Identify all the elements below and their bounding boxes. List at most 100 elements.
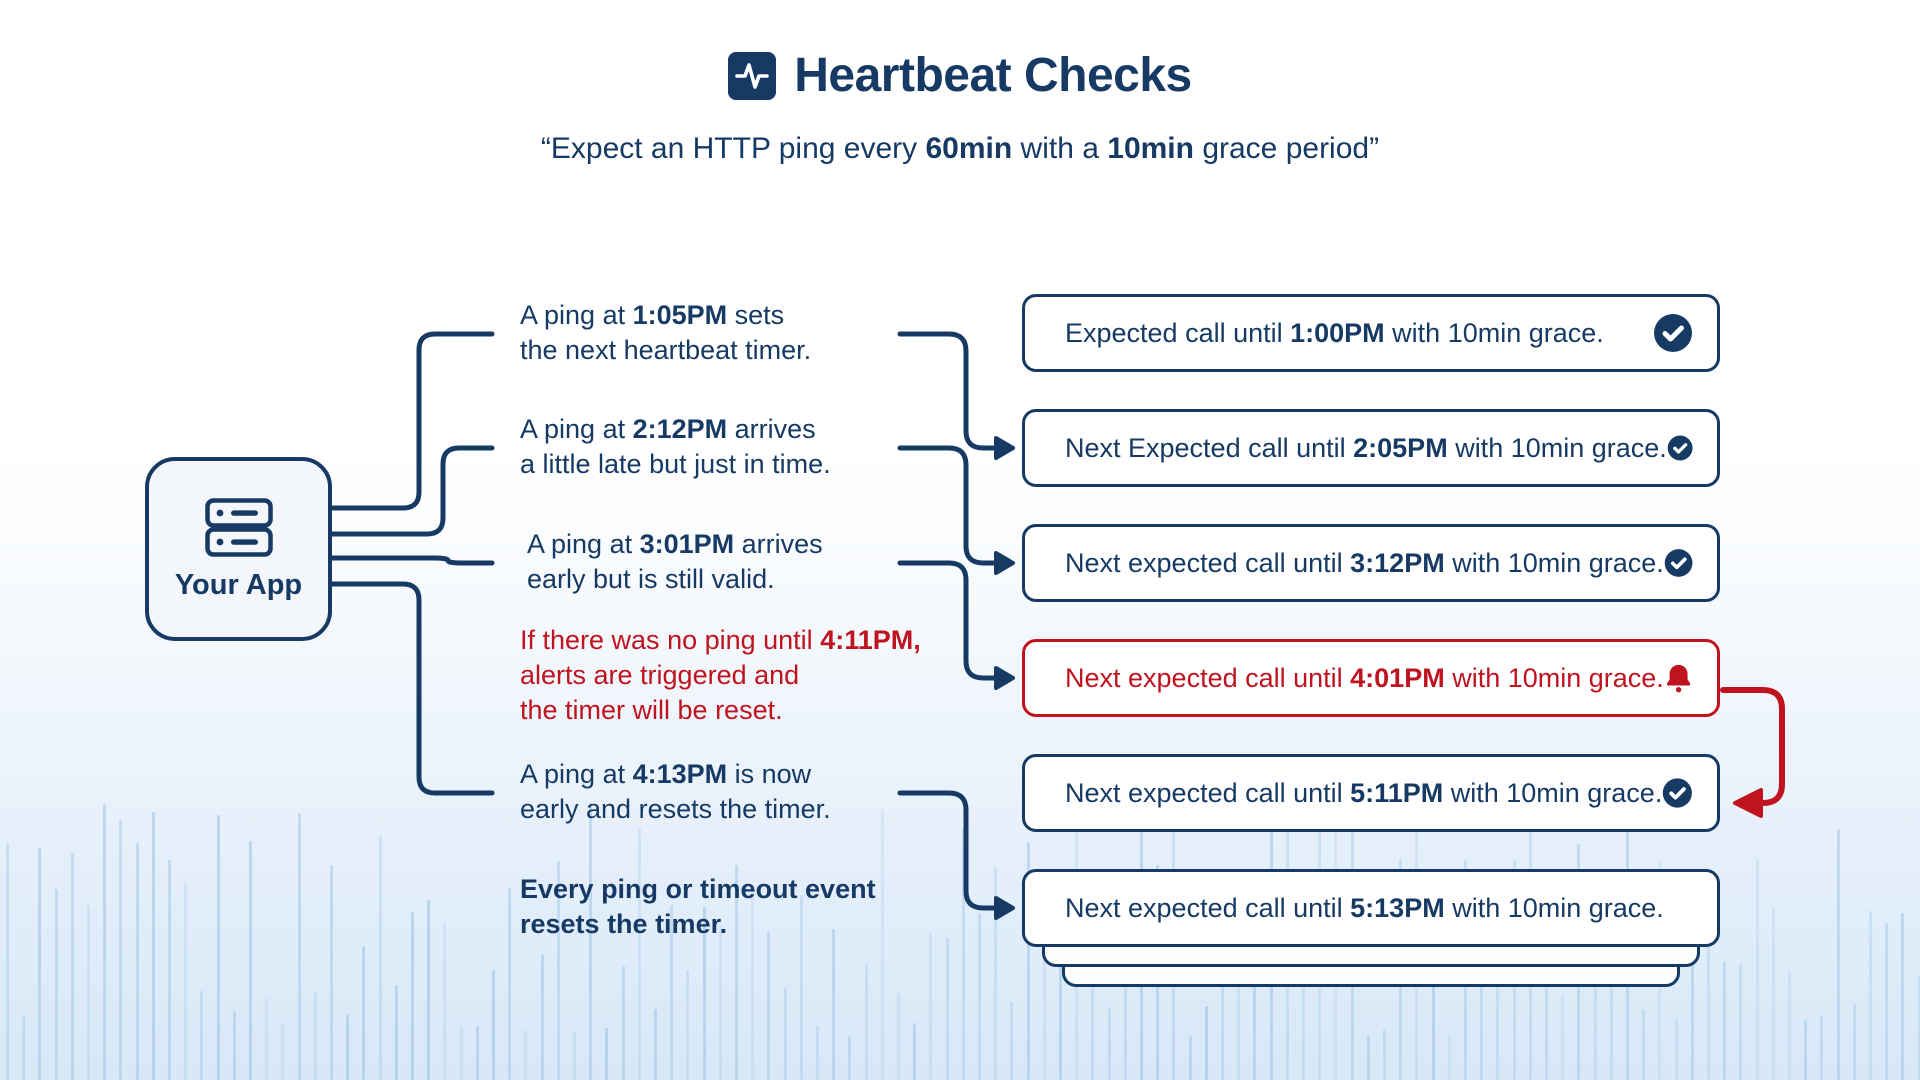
waveform-bar [297,813,301,1080]
waveform-bar [427,899,431,1080]
waveform-bar [751,886,755,1080]
timeline-slot-3: Next expected call until 3:12PM with 10m… [1022,524,1720,602]
arrowhead-slot4 [994,666,1015,690]
connector-app-to-ping4 [329,581,495,796]
waveform-bar [1901,913,1905,1080]
slot-6-text: Next expected call until 5:13PM with 10m… [1065,892,1664,923]
arrowhead-slot6 [994,896,1015,920]
waveform-bar [589,802,593,1080]
arrowhead-slot2 [994,436,1015,460]
waveform-bar [1237,976,1241,1080]
waveform-bar [1804,1019,1808,1080]
arrowhead-reset [1733,788,1763,818]
waveform-bar [913,1023,917,1080]
waveform-bar [929,933,933,1080]
waveform-bar [799,895,803,1080]
server-icon [204,497,273,557]
waveform-bar [1788,970,1791,1080]
waveform-bar [1107,1006,1111,1080]
waveform-bar [735,865,738,1080]
waveform-bar [1561,994,1565,1080]
waveform-bar [1917,975,1920,1080]
arrow-timeout-reset [1720,687,1785,806]
waveform-bar [1690,894,1694,1080]
waveform-bar [22,1014,26,1080]
waveform-bar [443,922,447,1080]
waveform-bar [1480,921,1484,1080]
waveform-bar [216,815,220,1080]
timeline-slot-4-alert: Next expected call until 4:01PM with 10m… [1022,639,1720,717]
waveform-bar [718,926,722,1080]
waveform-bar [961,829,965,1080]
waveform-bar [702,906,706,1080]
arrow-ping4-to-slot6 [897,790,997,911]
slot-1-text: Expected call until 1:00PM with 10min gr… [1065,317,1604,348]
waveform-bar [1820,1014,1824,1080]
waveform-bar [1366,1034,1370,1080]
waveform-bar [1674,1018,1678,1080]
waveform-bar [394,985,398,1080]
waveform-bar [1836,829,1840,1080]
slot-3-text: Next expected call until 3:12PM with 10m… [1065,547,1664,578]
waveform-bar [330,865,333,1080]
waveform-bar [265,998,269,1080]
waveform-bar [281,1023,285,1080]
check-icon [1663,778,1693,808]
waveform-bar [1059,871,1062,1080]
waveform-bar [864,963,868,1080]
your-app-box: Your App [145,457,332,641]
waveform-bar [1188,1036,1192,1080]
waveform-bar [978,912,981,1080]
arrow-ping1-to-slot2 [897,331,997,451]
waveform-bar [1771,907,1775,1080]
waveform-bar [119,819,123,1080]
waveform-bar [605,1027,609,1080]
connector-app-to-ping1 [329,331,495,511]
waveform-bar [1026,842,1030,1080]
slot-2-text: Next Expected call until 2:05PM with 10m… [1065,432,1667,463]
waveform-bar [994,866,998,1080]
waveform-bar [54,888,58,1080]
waveform-bar [1302,961,1305,1080]
waveform-bar [1723,960,1727,1080]
waveform-bar [573,1030,576,1080]
waveform-bar [621,966,625,1080]
waveform-bar [1496,976,1500,1080]
waveform-bar [492,970,495,1080]
waveform-bar [1204,1005,1208,1080]
waveform-bar [1447,1034,1451,1080]
waveform-bar [670,904,674,1080]
waveform-bar [200,990,204,1080]
waveform-bar [654,1008,657,1080]
timeline-slot-5: Next expected call until 5:11PM with 10m… [1022,754,1720,832]
waveform-bar [767,931,771,1080]
waveform-bar [411,912,414,1080]
arrow-ping2-to-slot3 [897,445,997,566]
waveform-bar [103,804,107,1080]
your-app-label: Your App [174,568,303,601]
page-title: Heartbeat Checks [794,49,1192,102]
waveform-bar [1642,1008,1646,1080]
waveform-bar [686,970,690,1080]
waveform-bar [524,1030,528,1080]
waveform-bar [87,905,90,1080]
waveform-bar [1042,884,1046,1080]
waveform-bar [945,937,949,1080]
waveform-bar [346,1014,350,1080]
waveform-bar [6,843,9,1080]
arrow-ping3-to-slot4 [897,560,997,681]
waveform-bar [1755,858,1759,1080]
waveform-bar [1707,943,1710,1080]
waveform-bar [816,1026,819,1080]
waveform-bar [135,842,139,1080]
page-subtitle: “Expect an HTTP ping every 60min with a … [540,132,1380,165]
check-icon [1654,314,1692,352]
waveform-bar [459,1027,463,1080]
waveform-bar [508,887,512,1080]
waveform-bar [184,884,188,1080]
